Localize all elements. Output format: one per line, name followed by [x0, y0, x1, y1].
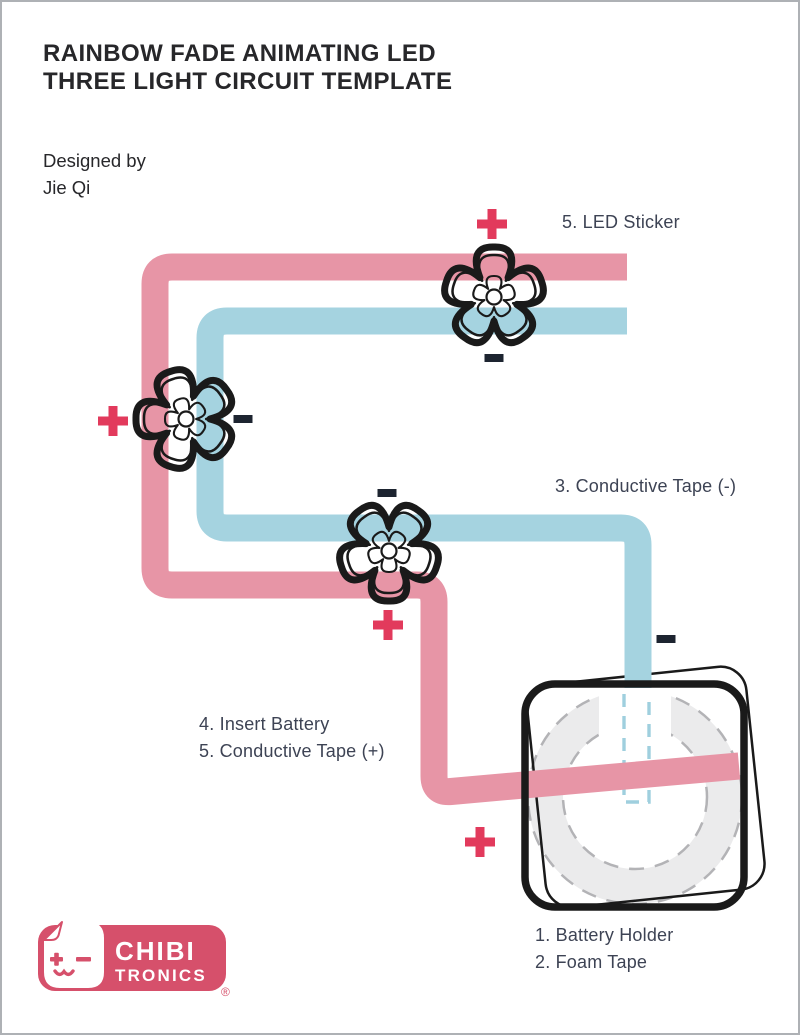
registered-trademark: ® [221, 985, 230, 999]
minus-icon [377, 489, 397, 497]
designer-credit: Designed by Jie Qi [43, 148, 146, 202]
label-holder-steps: 1. Battery Holder 2. Foam Tape [535, 922, 673, 976]
label-foam-tape: 2. Foam Tape [535, 952, 648, 972]
label-battery-steps: 4. Insert Battery 5. Conductive Tape (+) [199, 711, 385, 765]
sticker-face-icon [43, 921, 104, 988]
designer-line-2: Jie Qi [43, 176, 91, 198]
label-battery-holder: 1. Battery Holder [535, 925, 674, 945]
logo-text-tronics: TRONICS [115, 966, 207, 985]
title-line-2: THREE LIGHT CIRCUIT TEMPLATE [43, 68, 453, 96]
label-led-sticker: 5. LED Sticker [562, 212, 680, 232]
label-insert-battery: 4. Insert Battery [199, 714, 330, 734]
conductive-tape-positive-trace [141, 253, 741, 806]
designer-line-1: Designed by [43, 150, 146, 171]
logo-text-chibi: CHIBI [115, 936, 196, 966]
plus-icon [373, 610, 403, 640]
plus-icon [477, 209, 507, 239]
battery-holder-outline [521, 680, 748, 911]
plus-icon [98, 406, 128, 436]
title-line-1: RAINBOW FADE ANIMATING LED [43, 40, 437, 67]
battery-ring-gap [599, 686, 671, 768]
minus-icon [484, 354, 504, 362]
label-conductive-tape-positive: 5. Conductive Tape (+) [199, 741, 385, 761]
conductive-tape-negative-hidden [622, 694, 651, 804]
minus-icon [656, 635, 676, 643]
label-conductive-tape-negative: 3. Conductive Tape (-) [555, 476, 737, 496]
chibitronics-logo: CHIBI TRONICS ® [38, 921, 230, 999]
conductive-tape-negative-trace [196, 307, 652, 688]
minus-icon [233, 415, 253, 423]
plus-icon [465, 827, 495, 857]
